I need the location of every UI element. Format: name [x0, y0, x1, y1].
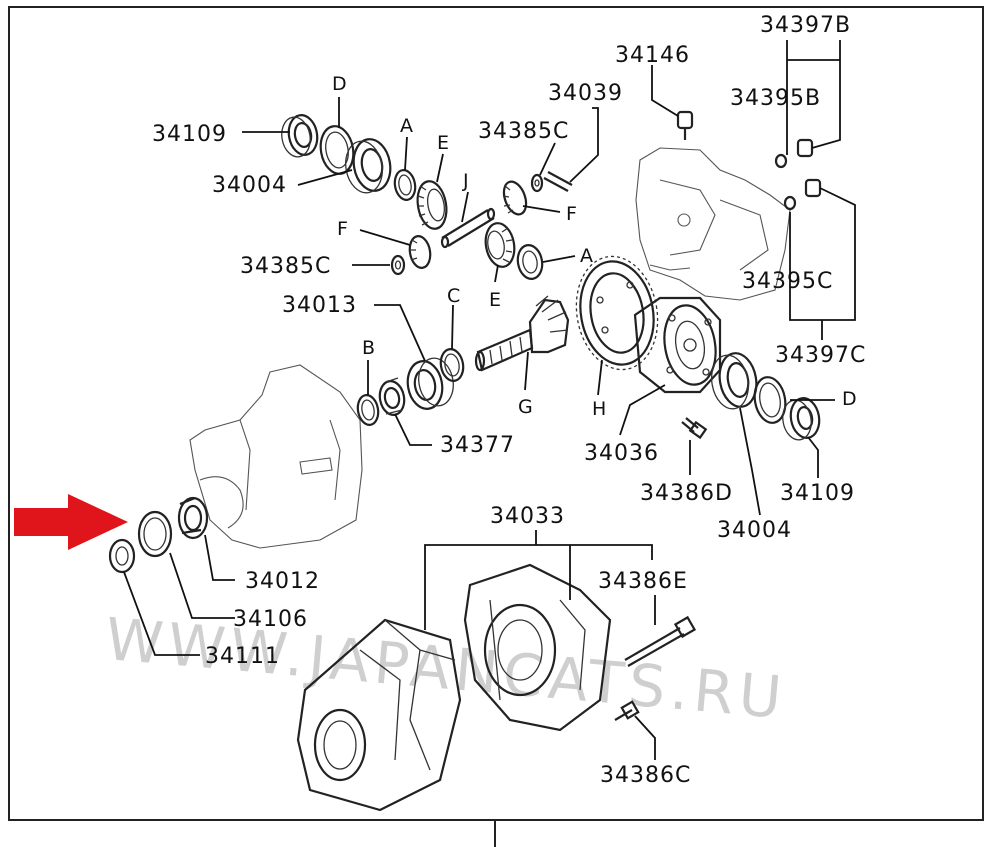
letter-A-mid: A	[580, 245, 593, 267]
label-34386C: 34386C	[600, 763, 691, 788]
label-34033: 34033	[490, 504, 565, 529]
upper-housing-sketch	[635, 147, 791, 301]
spacer-B	[356, 394, 380, 426]
letter-G: G	[518, 396, 533, 418]
label-34039: 34039	[548, 81, 623, 106]
pin-34039	[543, 171, 573, 192]
letter-D-top: D	[332, 73, 347, 95]
label-34146: 34146	[615, 43, 690, 68]
letter-E-top: E	[437, 132, 449, 154]
red-arrow-right-icon	[14, 494, 128, 550]
nut-34111	[108, 538, 136, 574]
washer-34385C-mid	[390, 254, 406, 276]
label-34012: 34012	[245, 569, 320, 594]
ring-D-top	[319, 125, 355, 175]
label-34109-top: 34109	[152, 122, 227, 147]
letter-F-right: F	[566, 203, 577, 225]
middle-housing-sketch	[189, 364, 363, 549]
seal-34106	[137, 510, 173, 558]
leader-lines	[123, 40, 856, 760]
label-34004-top: 34004	[212, 173, 287, 198]
bolt-34386E	[624, 615, 697, 667]
label-34106: 34106	[233, 607, 308, 632]
letter-B: B	[362, 337, 375, 359]
transfer-housing-rear	[463, 563, 612, 732]
bearing-34377	[378, 377, 406, 416]
diagram-frame	[8, 6, 984, 821]
letter-H: H	[592, 398, 606, 420]
transfer-housing-front	[296, 618, 462, 812]
letter-A-top: A	[400, 115, 413, 137]
breather-34146	[676, 110, 694, 140]
washer-A-top	[393, 169, 417, 201]
label-34004-right: 34004	[717, 518, 792, 543]
letter-E-mid: E	[489, 289, 501, 311]
label-34385C-mid: 34385C	[240, 254, 331, 279]
shaft-J	[440, 207, 496, 249]
label-34386E: 34386E	[598, 569, 688, 594]
gear-E-top	[416, 180, 448, 230]
washer-A-mid	[516, 244, 544, 280]
plug-34395B	[774, 153, 788, 169]
ring-C	[439, 348, 465, 382]
label-34385C-top: 34385C	[478, 119, 569, 144]
bolt-34386D	[681, 417, 708, 440]
label-34013: 34013	[282, 293, 357, 318]
plug-34395C	[783, 195, 797, 211]
letter-C: C	[447, 285, 460, 307]
washer-34385C-top	[530, 173, 544, 193]
label-34111: 34111	[205, 644, 280, 669]
label-34109-right: 34109	[780, 481, 855, 506]
seal-34109-top	[281, 114, 319, 158]
label-34036: 34036	[584, 441, 659, 466]
label-34377: 34377	[440, 433, 515, 458]
gear-F-left	[408, 235, 432, 269]
bolt-34386C	[614, 700, 640, 721]
plug-34397C	[804, 178, 822, 198]
plug-34397B	[796, 138, 814, 158]
label-34386D: 34386D	[640, 481, 733, 506]
bearing-34004-right	[711, 352, 758, 410]
letter-J: J	[462, 170, 469, 192]
ring-D-right	[753, 376, 787, 424]
label-34395B: 34395B	[730, 86, 821, 111]
bearing-34004-top	[345, 138, 392, 194]
bearing-34013	[406, 357, 454, 410]
letter-D-right: D	[842, 388, 857, 410]
sleeve-34012	[177, 496, 209, 540]
pinion-gear-G	[474, 295, 570, 372]
label-34397C: 34397C	[775, 343, 866, 368]
gear-E-mid	[484, 222, 516, 268]
part-labels: 34146 34397B 34395B 34039 34385C 34109 3…	[152, 13, 866, 788]
letter-labels: D A E J F F E A C B G H D	[332, 73, 857, 420]
label-34397B: 34397B	[760, 13, 851, 38]
gear-F-right	[502, 180, 528, 216]
ring-gear-H	[575, 255, 659, 371]
label-34395C: 34395C	[742, 269, 833, 294]
letter-F-left: F	[337, 218, 348, 240]
